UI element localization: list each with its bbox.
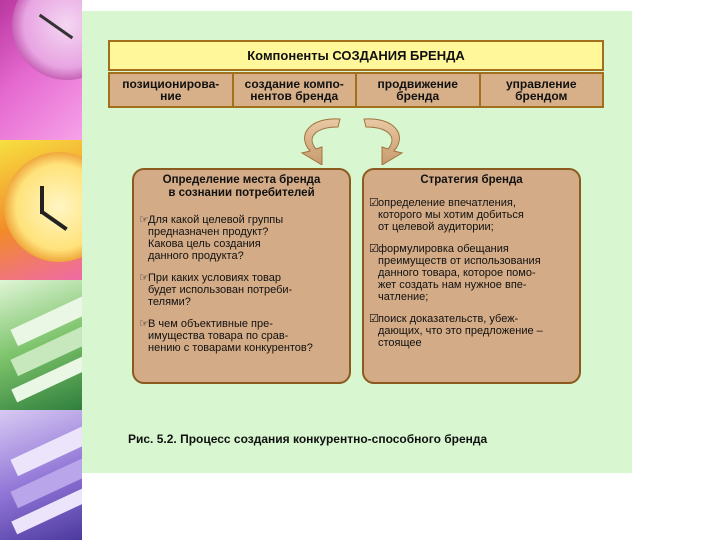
positioning-box: Определение места бренда в сознании потр… [132, 168, 351, 384]
strategy-text: формулировка обещания преимуществ от исп… [378, 243, 541, 303]
question-text: В чем объективные пре- имущества товара … [148, 318, 313, 354]
strategy-box: Стратегия бренда ☑ определение впечатлен… [362, 168, 581, 384]
decor-papers-green [0, 280, 82, 410]
strategy-text: поиск доказательств, убеж- дающих, что э… [378, 313, 543, 349]
question-item: ☞ При каких условиях товар будет использ… [134, 272, 349, 308]
curved-arrow-right [363, 118, 404, 165]
component-management: управление брендом [505, 77, 577, 103]
question-item: ☞ В чем объективные пре- имущества товар… [134, 318, 349, 354]
component-positioning: позиционирова- ние [110, 74, 234, 106]
question-item: ☞ Для какой целевой группы предназначен … [134, 214, 349, 262]
strategy-item: ☑ определение впечатления, которого мы х… [364, 197, 579, 233]
checkbox-icon: ☑ [369, 197, 379, 209]
decor-papers-purple [0, 410, 82, 540]
cycle-arrows [300, 118, 404, 165]
strategy-item: ☑ поиск доказательств, убеж- дающих, что… [364, 313, 579, 349]
components-row: позиционирова- ние создание компо- ненто… [108, 72, 604, 108]
strategy-box-title: Стратегия бренда [420, 174, 523, 186]
question-text: При каких условиях товар будет использов… [148, 272, 293, 308]
decorative-strip [0, 0, 82, 540]
component-brand-elements: создание компо- нентов бренда [234, 74, 357, 106]
figure-caption: Рис. 5.2. Процесс создания конкурентно-с… [128, 432, 488, 446]
decor-clock-orange [0, 140, 82, 280]
question-text: Для какой целевой группы предназначен пр… [148, 214, 284, 262]
pointing-hand-icon: ☞ [139, 318, 149, 330]
decor-clock-purple [0, 0, 82, 140]
checkbox-icon: ☑ [369, 243, 379, 255]
pointing-hand-icon: ☞ [139, 272, 149, 284]
strategy-item: ☑ формулировка обещания преимуществ от и… [364, 243, 579, 303]
strategy-text: определение впечатления, которого мы хот… [378, 197, 524, 233]
positioning-box-title: Определение места бренда в сознании потр… [162, 174, 321, 199]
component-promotion: продвижение бренда [357, 74, 481, 106]
curved-arrow-left [300, 118, 341, 165]
checkbox-icon: ☑ [369, 313, 379, 325]
pointing-hand-icon: ☞ [139, 214, 149, 226]
diagram-title: Компоненты СОЗДАНИЯ БРЕНДА [108, 40, 604, 71]
